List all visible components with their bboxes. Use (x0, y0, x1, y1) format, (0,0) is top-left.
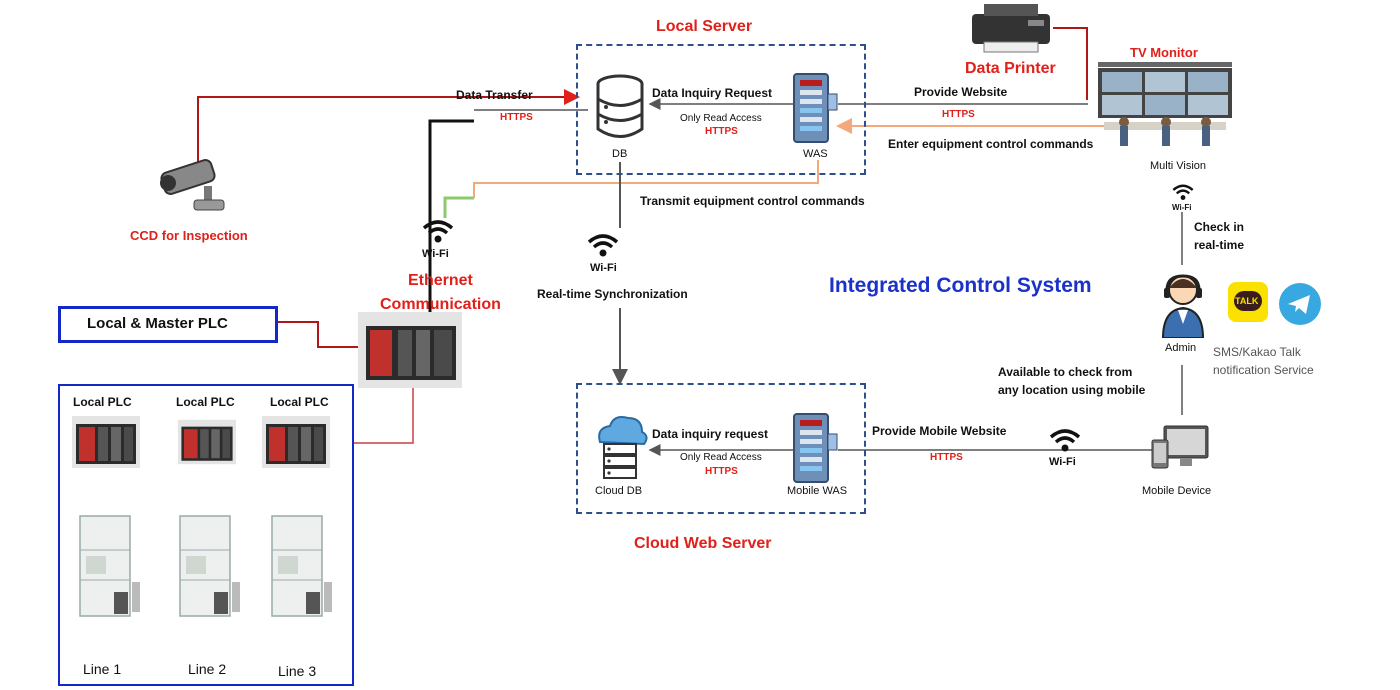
ccd-link-line (197, 89, 580, 165)
cloud-only-read-label: Only Read Access (680, 452, 762, 463)
wifi-label: Wi-Fi (1049, 456, 1076, 468)
wifi-label: Wi-Fi (422, 248, 449, 260)
provide-website-label: Provide Website (914, 85, 1008, 99)
master-plc-box: Local & Master PLC (58, 306, 278, 343)
available-mobile-label: Available to check from any location usi… (998, 365, 1146, 397)
mobile-server-rack-icon (793, 413, 838, 483)
local-plc-label-2: Local PLC (176, 395, 235, 409)
mobile-device-label: Mobile Device (1142, 485, 1212, 497)
kakaotalk-icon-text: TALK (1235, 296, 1259, 306)
master-plc-label: Local & Master PLC (87, 315, 228, 332)
local-plc-icon (178, 419, 236, 465)
realtime-sync-label: Real-time Synchronization (537, 287, 688, 301)
line-label-3: Line 3 (278, 663, 317, 679)
transmit-commands-line (473, 160, 819, 198)
printer-link-line (1053, 27, 1088, 100)
kakaotalk-icon: TALK (1228, 282, 1268, 322)
cloud-server-title: Cloud Web Server (634, 535, 772, 552)
line-label-1: Line 1 (83, 661, 122, 677)
mobile-was-label: Mobile WAS (787, 485, 848, 497)
wifi-label: Wi-Fi (1172, 203, 1192, 212)
local-plc-label-3: Local PLC (270, 395, 329, 409)
cloud-database-icon (598, 416, 648, 479)
production-line-icon (271, 515, 332, 617)
https-label: HTTPS (705, 126, 738, 137)
provide-mobile-label: Provide Mobile Website (872, 424, 1007, 438)
ethernet-label: Ethernet Communication (380, 272, 501, 313)
line-label-2: Line 2 (188, 661, 227, 677)
local-server-title: Local Server (656, 18, 753, 35)
plc-bus-line (352, 388, 414, 444)
local-plc-icon (262, 416, 330, 468)
only-read-label: Only Read Access (680, 113, 762, 124)
printer-icon (972, 4, 1050, 53)
was-label: WAS (803, 148, 828, 160)
server-rack-icon (793, 73, 838, 143)
check-realtime-label: Check in real-time (1194, 220, 1245, 252)
db-label: DB (612, 148, 628, 160)
wifi-icon (587, 234, 619, 257)
local-plc-label-1: Local PLC (73, 395, 132, 409)
enter-commands-label: Enter equipment control commands (888, 137, 1094, 151)
ethernet-link-line (428, 119, 474, 315)
provide-mobile-https: HTTPS (930, 452, 963, 463)
printer-label: Data Printer (965, 60, 1056, 77)
provide-website-https: HTTPS (942, 109, 975, 120)
wifi-label: Wi-Fi (590, 262, 617, 274)
master-plc-link (278, 321, 358, 348)
local-server-box (576, 44, 866, 175)
cloud-data-inquiry-label: Data inquiry request (652, 427, 769, 441)
notification-label: SMS/Kakao Talk notification Service (1213, 345, 1314, 377)
multi-vision-label: Multi Vision (1150, 160, 1207, 172)
transmit-commands-label: Transmit equipment control commands (640, 194, 865, 208)
local-plc-icon (72, 416, 140, 468)
system-title: Integrated Control System (829, 274, 1092, 297)
production-line-icon (79, 515, 140, 617)
database-icon (596, 74, 644, 138)
monitor-wall-icon (1098, 62, 1232, 146)
cloud-db-label: Cloud DB (595, 485, 643, 497)
ccd-label: CCD for Inspection (130, 228, 248, 243)
green-link-line (443, 196, 474, 218)
admin-user-icon (1161, 274, 1205, 338)
data-inquiry-label: Data Inquiry Request (652, 86, 773, 100)
mobile-device-icon (1151, 425, 1209, 469)
admin-label: Admin (1165, 342, 1197, 354)
production-line-icon (179, 515, 240, 617)
data-transfer-https: HTTPS (500, 112, 533, 123)
camera-icon (160, 159, 225, 211)
wifi-icon (1172, 184, 1194, 200)
data-transfer-label: Data Transfer (456, 88, 533, 102)
wifi-icon (1049, 429, 1081, 452)
plc-device-icon (358, 312, 462, 388)
tv-monitor-label: TV Monitor (1130, 45, 1198, 60)
wifi-icon (422, 220, 454, 243)
cloud-server-box (576, 383, 866, 514)
telegram-icon (1279, 283, 1321, 325)
cloud-https-label: HTTPS (705, 466, 738, 477)
